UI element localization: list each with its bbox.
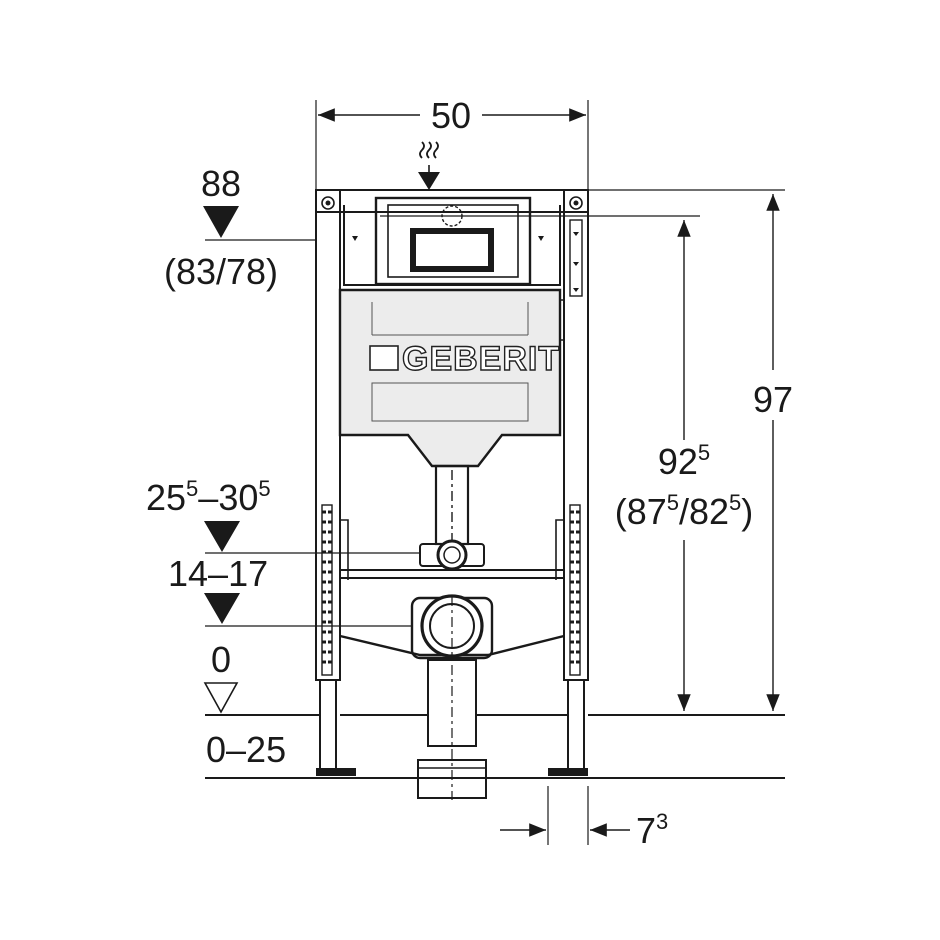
floor-range-label: 0–25: [206, 729, 286, 770]
logo-mark-icon: [369, 345, 399, 371]
width-dimension: 50: [315, 95, 589, 190]
drain-connector: [410, 594, 494, 660]
frame-left-foot: [316, 768, 356, 776]
floor-level-annotation: 0: [203, 639, 239, 714]
foot-offset-label: 73: [636, 809, 668, 851]
actuator-height-label: 88: [201, 163, 241, 204]
width-label: 50: [431, 95, 471, 136]
frame-right-foot: [548, 768, 588, 776]
flush-connector: [419, 539, 485, 571]
drain-height-annotation: 14–17: [168, 553, 268, 624]
foot-offset-dimension: 73: [500, 786, 668, 851]
geberit-logo: GEBERIT: [369, 339, 560, 379]
frame-height-dimension: 97: [753, 194, 793, 711]
bolt-icon: [569, 196, 583, 210]
supply-height-annotation: 255–305: [146, 476, 271, 552]
actuator-height-annotation: 88 (83/78): [164, 163, 278, 292]
height-marker-strip: [569, 219, 583, 297]
bolt-icon: [573, 200, 579, 206]
mount-height-alt-label: (875/825): [615, 490, 754, 532]
reference-lines: [205, 189, 785, 779]
bolt-icon: [325, 200, 331, 206]
mount-height-label: 925: [658, 440, 710, 482]
floor-level-label: 0: [211, 639, 231, 680]
triangle-down-icon: [203, 206, 239, 238]
cistern-tank: [338, 288, 562, 468]
water-waves-icon: [418, 141, 440, 190]
drain-pipe: [427, 659, 477, 747]
frame-top-rail: [315, 189, 589, 213]
drain-range-label: 14–17: [168, 553, 268, 594]
triangle-down-icon: [204, 593, 240, 624]
supply-range-label: 255–305: [146, 476, 271, 518]
brand-wordmark: GEBERIT: [402, 340, 560, 378]
left-adjustment-strip: [321, 504, 333, 676]
right-adjustment-strip: [569, 504, 581, 676]
triangle-down-icon: [204, 521, 240, 552]
frame-right-leg: [567, 679, 585, 773]
mount-height-dimension: 925 (875/825): [615, 220, 754, 711]
triangle-down-outline-icon: [203, 682, 239, 714]
frame-height-label: 97: [753, 379, 793, 420]
frame-left-leg: [319, 679, 337, 773]
actuator-opening: [374, 196, 532, 286]
bolt-icon: [321, 196, 335, 210]
cistern: GEBERIT: [338, 196, 700, 800]
actuator-height-alt-label: (83/78): [164, 251, 278, 292]
frame-left-post: [315, 189, 341, 681]
